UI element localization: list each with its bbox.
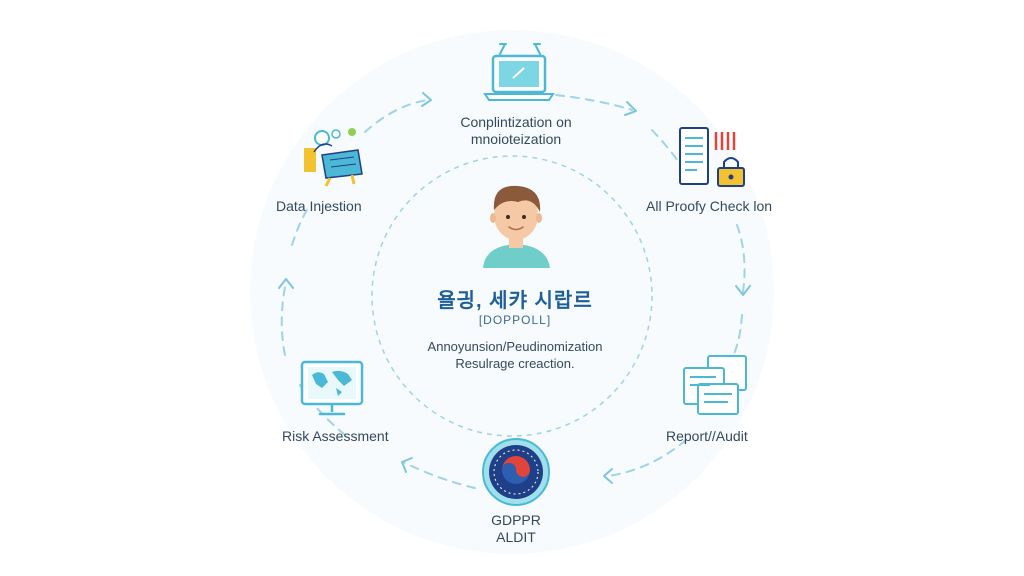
center-title: 욜긩, 세캬 시랍르: [437, 290, 593, 312]
avatar: [483, 185, 550, 268]
document-lock-icon: [679, 127, 745, 187]
center-desc-line2: Resulrage creaction.: [455, 356, 575, 371]
node-top-line1: Conplintization on: [460, 114, 572, 130]
node-left-upper-label: Data Injestion: [276, 198, 362, 214]
report-documents-icon: [683, 355, 747, 415]
laptop-icon: [483, 43, 555, 101]
node-bottom-label: GDPPR ALDIT: [476, 512, 556, 546]
node-bottom-line1: GDPPR: [491, 512, 541, 528]
center-subtitle: [DOPPOLL]: [478, 313, 552, 327]
arrow-heads: [278, 92, 751, 484]
world-map-monitor-icon: [300, 360, 364, 416]
cycle-arrows: [280, 94, 746, 489]
center-description: Annoyunsion/Peudinomization Resulrage cr…: [380, 338, 650, 372]
node-left-lower-label: Risk Assessment: [282, 428, 389, 444]
data-injection-icon: [304, 128, 363, 187]
node-top-label: Conplintization on mnoioteization: [452, 114, 580, 148]
inner-dashed-circle: [371, 155, 653, 437]
node-top-line2: mnoioteization: [470, 131, 562, 147]
node-right-lower-label: Report//Audit: [666, 428, 748, 444]
node-right-upper-label: All Proofy Check lon: [646, 198, 773, 214]
node-bottom-line2: ALDIT: [496, 529, 536, 545]
outer-backdrop: [250, 30, 774, 554]
korea-emblem-icon: [482, 438, 550, 506]
center-desc-line1: Annoyunsion/Peudinomization: [427, 339, 603, 354]
